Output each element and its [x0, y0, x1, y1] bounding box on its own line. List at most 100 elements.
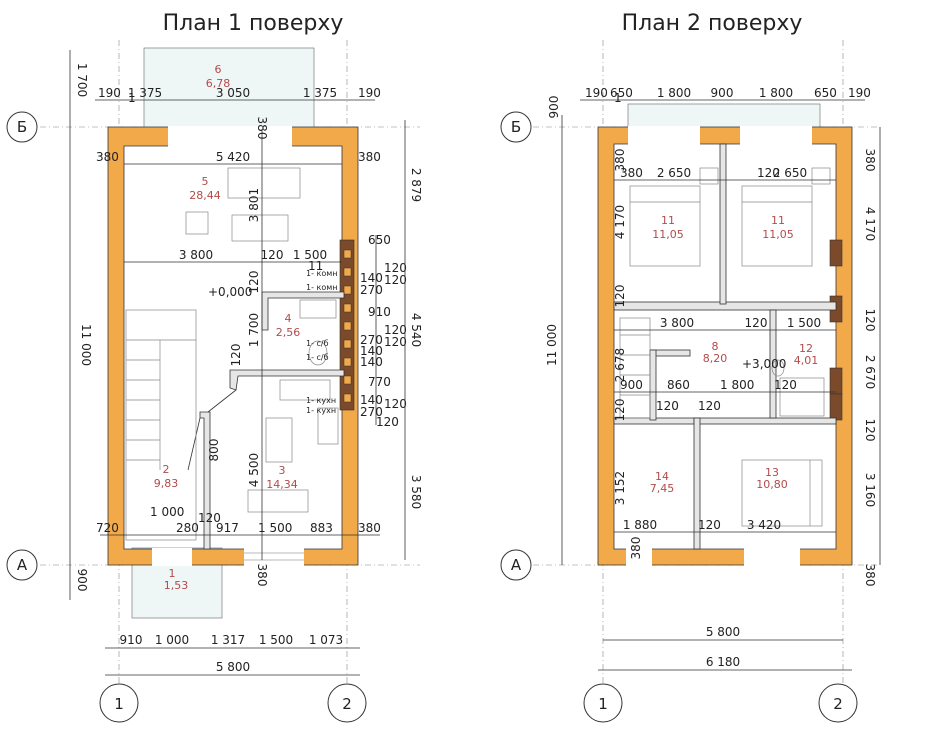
- svg-text:4 170: 4 170: [863, 207, 877, 241]
- svg-text:770: 770: [368, 375, 391, 389]
- dim-f1-wall-top: 380: [255, 117, 269, 140]
- f2-row3: 900 860 1 800 120 120 120: [620, 378, 797, 413]
- svg-text:380: 380: [863, 149, 877, 172]
- dim-f1-interior-width: 5 420: [216, 150, 250, 164]
- f2-left-v: 380 4 170 120 2 678 120 3 152 380: [613, 149, 643, 560]
- svg-text:10,80: 10,80: [756, 478, 788, 491]
- svg-text:120: 120: [656, 399, 679, 413]
- axis-1-right: 1: [598, 695, 608, 713]
- svg-text:120: 120: [384, 323, 407, 337]
- svg-text:270: 270: [360, 333, 383, 347]
- axis-2-left: 2: [342, 695, 352, 713]
- axis-1-left: 1: [114, 695, 124, 713]
- svg-text:860: 860: [667, 378, 690, 392]
- floor1-title: План 1 поверху: [163, 11, 344, 36]
- f2-row4: 1 880 120 3 420: [623, 518, 781, 532]
- f1-right-inner-dims: 650 120 140 120 270 910 120 270 140 120 …: [360, 233, 407, 429]
- svg-text:2: 2: [163, 463, 170, 476]
- dim-f1-wall-left: 380: [96, 150, 119, 164]
- f2-room-13: 13 10,80: [756, 466, 788, 491]
- axis-b-right: Б: [511, 118, 521, 136]
- svg-text:5: 5: [202, 175, 209, 188]
- svg-text:1: 1: [614, 91, 622, 105]
- svg-text:11,05: 11,05: [652, 228, 684, 241]
- svg-text:8: 8: [712, 340, 719, 353]
- dim-f1-mid-1: 120: [261, 248, 284, 262]
- svg-text:650: 650: [814, 86, 837, 100]
- dim-f1-top-4: 190: [358, 86, 381, 100]
- dim-f1-right-1: 4 540: [409, 313, 423, 347]
- svg-text:3: 3: [279, 464, 286, 477]
- svg-text:1 500: 1 500: [787, 316, 821, 330]
- dim-f1-v-0: 3 801: [247, 188, 261, 222]
- svg-text:7,45: 7,45: [650, 482, 675, 495]
- dim-f1-top-0: 190: [98, 86, 121, 100]
- svg-text:900: 900: [711, 86, 734, 100]
- svg-text:9,83: 9,83: [154, 477, 179, 490]
- f2-room-14: 14 7,45: [650, 470, 675, 495]
- svg-text:120: 120: [384, 261, 407, 275]
- dim-f1-v-5: 120: [229, 344, 243, 367]
- svg-text:11,05: 11,05: [762, 228, 794, 241]
- svg-text:120: 120: [613, 399, 627, 422]
- dim-f1-top-3: 1 375: [303, 86, 337, 100]
- dim-f1-v-2: 4 500: [247, 453, 261, 487]
- svg-text:917: 917: [216, 521, 239, 535]
- svg-text:1 800: 1 800: [657, 86, 691, 100]
- svg-text:1 800: 1 800: [720, 378, 754, 392]
- svg-text:120: 120: [613, 285, 627, 308]
- dim-f2-left-top: 900: [547, 96, 561, 119]
- svg-text:190: 190: [848, 86, 871, 100]
- floor2-title: План 2 поверху: [622, 11, 803, 36]
- svg-text:1 800: 1 800: [759, 86, 793, 100]
- dim-f1-top-1: 1 375: [128, 86, 162, 100]
- svg-text:140: 140: [360, 271, 383, 285]
- svg-text:3 160: 3 160: [863, 473, 877, 507]
- svg-text:120: 120: [384, 335, 407, 349]
- svg-text:2 678: 2 678: [613, 348, 627, 382]
- svg-text:1: 1: [169, 567, 176, 580]
- svg-text:720: 720: [96, 521, 119, 535]
- f1-room-1: 1 1,53: [164, 567, 189, 592]
- svg-text:120: 120: [698, 518, 721, 532]
- svg-text:2 650: 2 650: [773, 166, 807, 180]
- f2-row1: 380 2 650 120 2 650: [620, 166, 807, 180]
- f1-note-4: 1- кухн: [306, 396, 336, 405]
- axis-b-left: Б: [17, 118, 27, 136]
- svg-text:1,53: 1,53: [164, 579, 189, 592]
- f1-room-5: 5 28,44: [189, 175, 221, 202]
- svg-text:140: 140: [360, 344, 383, 358]
- svg-text:120: 120: [745, 316, 768, 330]
- svg-text:11: 11: [771, 214, 785, 227]
- svg-text:140: 140: [360, 355, 383, 369]
- svg-text:6: 6: [215, 63, 222, 76]
- dim-f1-mid-2: 1 500: [293, 248, 327, 262]
- svg-text:2 650: 2 650: [657, 166, 691, 180]
- svg-text:120: 120: [198, 511, 221, 525]
- svg-text:120: 120: [774, 378, 797, 392]
- svg-text:3 800: 3 800: [660, 316, 694, 330]
- svg-text:380: 380: [629, 537, 643, 560]
- dim-f1-total-width: 5 800: [216, 660, 250, 674]
- f2-room-8: 8 8,20: [703, 340, 728, 365]
- svg-text:14: 14: [655, 470, 669, 483]
- svg-text:2 670: 2 670: [863, 355, 877, 389]
- svg-text:3 152: 3 152: [613, 471, 627, 505]
- svg-text:120: 120: [384, 273, 407, 287]
- svg-text:1 317: 1 317: [211, 633, 245, 647]
- dim-f1-v-4: 120: [247, 271, 261, 294]
- svg-text:1 880: 1 880: [623, 518, 657, 532]
- f2-room-12: 12 4,01: [794, 342, 819, 367]
- f2-level-mark: +3,000: [742, 357, 786, 371]
- svg-text:380: 380: [358, 521, 381, 535]
- svg-text:120: 120: [863, 309, 877, 332]
- svg-text:8,20: 8,20: [703, 352, 728, 365]
- f1-bottom-dims: 910 1 000 1 317 1 500 1 073: [120, 633, 344, 647]
- dim-f2-total-width: 6 180: [706, 655, 740, 669]
- svg-text:120: 120: [376, 415, 399, 429]
- f1-note-2: 1- с/б: [306, 339, 329, 348]
- svg-text:28,44: 28,44: [189, 189, 221, 202]
- dim-f1-total-height: 11 000: [79, 324, 93, 366]
- f1-room-4: 4 2,56: [276, 312, 301, 339]
- svg-text:3 420: 3 420: [747, 518, 781, 532]
